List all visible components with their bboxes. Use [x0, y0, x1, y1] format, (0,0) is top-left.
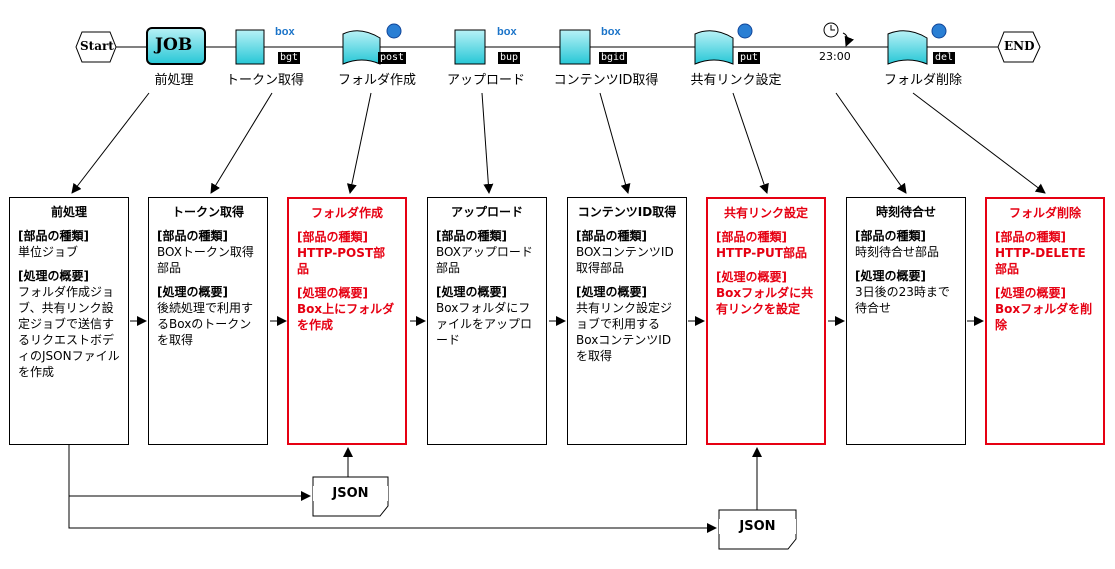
- summary-value: 共有リンク設定ジョブで利用するBoxコンテンツIDを取得: [576, 301, 673, 363]
- step-label-upload: アップロード: [446, 73, 526, 88]
- put-icon: [694, 30, 734, 65]
- summary-value: フォルダ作成ジョブ、共有リンク設定ジョブで送信するリクエストボディのJSONファ…: [18, 285, 120, 379]
- box-logo-content-id: box: [601, 26, 621, 38]
- step-label-share-link: 共有リンク設定: [690, 73, 782, 88]
- step-label-folder-delete: フォルダ削除: [883, 73, 963, 88]
- summary-value: 後続処理で利用するBoxのトークンを取得: [157, 301, 254, 347]
- summary-key: [処理の概要]: [716, 270, 787, 284]
- start-terminal: [75, 31, 117, 63]
- delete-icon: [887, 30, 928, 65]
- box-title: フォルダ作成: [310, 206, 383, 220]
- detail-box-token: トークン取得 [部品の種類] BOXトークン取得部品 [処理の概要] 後続処理で利用…: [148, 197, 268, 445]
- wait-time: 23:00: [819, 50, 851, 63]
- kind-value: HTTP-PUT部品: [716, 246, 807, 260]
- json-doc-1-label: JSON: [313, 486, 388, 501]
- tag-bgt: bgt: [278, 52, 301, 64]
- content-id-icon: [559, 29, 591, 65]
- kind-value: BOXコンテンツID取得部品: [576, 245, 674, 275]
- end-terminal: [997, 31, 1041, 63]
- box-title: 時刻待合せ: [875, 205, 936, 219]
- detail-box-upload: アップロード [部品の種類] BOXアップロード部品 [処理の概要] Boxフォルダ…: [427, 197, 547, 445]
- token-icon: [235, 29, 265, 65]
- summary-value: Box上にフォルダを作成: [297, 302, 395, 332]
- detail-box-share-link: 共有リンク設定 [部品の種類] HTTP-PUT部品 [処理の概要] Boxフォルダ…: [706, 197, 826, 445]
- step-label-token: トークン取得: [225, 73, 305, 88]
- tag-bup: bup: [498, 52, 521, 64]
- summary-key: [処理の概要]: [436, 285, 507, 299]
- kind-key: [部品の種類]: [297, 230, 368, 244]
- box-logo-upload: box: [497, 26, 517, 38]
- globe-icon-del: [931, 23, 947, 39]
- summary-key: [処理の概要]: [576, 285, 647, 299]
- kind-value: HTTP-DELETE部品: [995, 246, 1086, 276]
- summary-key: [処理の概要]: [995, 286, 1066, 300]
- detail-box-preprocess: 前処理 [部品の種類] 単位ジョブ [処理の概要] フォルダ作成ジョブ、共有リンク設…: [9, 197, 129, 445]
- summary-key: [処理の概要]: [855, 269, 926, 283]
- job-label: JOB: [155, 35, 193, 55]
- kind-value: 時刻待合せ部品: [855, 245, 940, 259]
- summary-value: 3日後の23時まで待合せ: [855, 285, 950, 315]
- step-label-folder-create: フォルダ作成: [337, 73, 417, 88]
- summary-key: [処理の概要]: [18, 269, 89, 283]
- box-logo-token: box: [275, 26, 295, 38]
- box-title: コンテンツID取得: [577, 205, 677, 219]
- box-title: アップロード: [450, 205, 523, 219]
- box-title: トークン取得: [171, 205, 244, 219]
- summary-key: [処理の概要]: [157, 285, 228, 299]
- kind-key: [部品の種類]: [995, 230, 1066, 244]
- kind-key: [部品の種類]: [436, 229, 507, 243]
- end-label: END: [1004, 39, 1035, 53]
- upload-icon: [454, 29, 486, 65]
- box-title: フォルダ削除: [1008, 206, 1081, 220]
- summary-value: Boxフォルダを削除: [995, 302, 1093, 332]
- summary-value: Boxフォルダにファイルをアップロード: [436, 301, 533, 347]
- summary-key: [処理の概要]: [297, 286, 368, 300]
- json-doc-2-label: JSON: [719, 519, 796, 534]
- detail-box-content-id: コンテンツID取得 [部品の種類] BOXコンテンツID取得部品 [処理の概要] 共…: [567, 197, 687, 445]
- step-label-content-id: コンテンツID取得: [553, 73, 659, 88]
- detail-box-time-wait: 時刻待合せ [部品の種類] 時刻待合せ部品 [処理の概要] 3日後の23時まで待合せ: [846, 197, 966, 445]
- summary-value: Boxフォルダに共有リンクを設定: [716, 286, 814, 316]
- detail-box-folder-create: フォルダ作成 [部品の種類] HTTP-POST部品 [処理の概要] Box上にフォ…: [287, 197, 407, 445]
- tag-bgid: bgid: [599, 52, 628, 64]
- tag-del: del: [933, 52, 956, 64]
- kind-value: HTTP-POST部品: [297, 246, 386, 276]
- tag-put: put: [738, 52, 761, 64]
- kind-value: BOXアップロード部品: [436, 245, 533, 275]
- globe-icon-post: [386, 23, 402, 39]
- job-icon: [146, 27, 206, 65]
- kind-key: [部品の種類]: [157, 229, 228, 243]
- kind-key: [部品の種類]: [855, 229, 926, 243]
- tag-post: post: [378, 52, 407, 64]
- kind-value: 単位ジョブ: [18, 245, 79, 259]
- globe-icon-put: [737, 23, 753, 39]
- box-title: 前処理: [50, 205, 87, 219]
- kind-value: BOXトークン取得部品: [157, 245, 254, 275]
- step-label-preprocess: 前処理: [154, 73, 194, 88]
- detail-box-folder-delete: フォルダ削除 [部品の種類] HTTP-DELETE部品 [処理の概要] Boxフォ…: [985, 197, 1105, 445]
- kind-key: [部品の種類]: [18, 229, 89, 243]
- post-icon: [342, 30, 381, 65]
- kind-key: [部品の種類]: [576, 229, 647, 243]
- box-title: 共有リンク設定: [723, 206, 808, 220]
- start-label: Start: [80, 39, 114, 53]
- kind-key: [部品の種類]: [716, 230, 787, 244]
